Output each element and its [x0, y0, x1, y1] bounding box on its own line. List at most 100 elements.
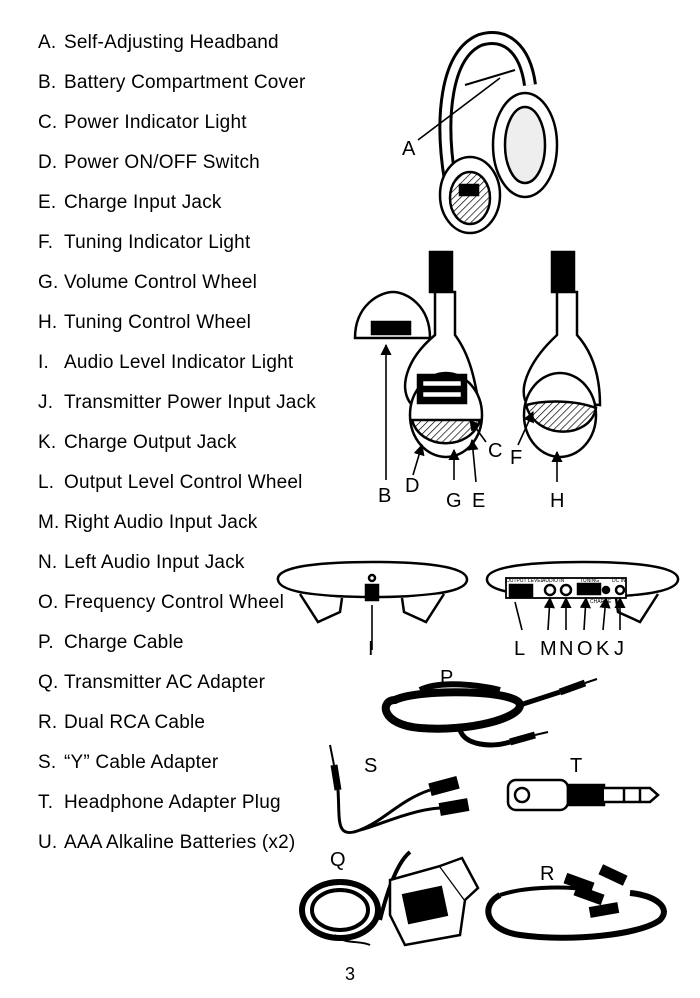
list-item: T. Headphone Adapter Plug	[38, 788, 316, 828]
callout-f: F	[510, 447, 522, 469]
part-name: Tuning Indicator Light	[64, 232, 251, 253]
part-letter: C.	[38, 112, 58, 133]
callout-d: D	[405, 475, 419, 497]
part-name: Power ON/OFF Switch	[64, 152, 260, 173]
part-letter: E.	[38, 192, 57, 213]
part-name: Headphone Adapter Plug	[64, 792, 281, 813]
list-item: O.Frequency Control Wheel	[38, 588, 316, 628]
callout-line-a	[417, 77, 501, 141]
callout-m: M	[540, 638, 557, 660]
battery-cover-illustration	[353, 290, 432, 340]
part-letter: K.	[38, 432, 57, 453]
part-letter: H.	[38, 312, 58, 333]
callout-l: L	[514, 638, 525, 660]
panel-label-output-level: OUTPUT LEVEL	[506, 578, 544, 584]
callout-g: G	[446, 490, 462, 512]
list-item: G.Volume Control Wheel	[38, 268, 316, 308]
headphone-left-side-illustration	[403, 250, 484, 459]
list-item: M.Right Audio Input Jack	[38, 508, 316, 548]
part-letter: P.	[38, 632, 54, 653]
page-number: 3	[344, 964, 355, 984]
part-letter: J.	[38, 392, 54, 413]
parts-list: A. Self-Adjusting Headband B. Battery Comp…	[38, 28, 316, 868]
callout-b: B	[378, 485, 391, 507]
callout-line-e	[467, 438, 479, 483]
part-letter: G.	[38, 272, 59, 293]
callout-t: T	[570, 755, 582, 777]
part-name: Charge Cable	[64, 632, 184, 653]
part-letter: S.	[38, 752, 57, 773]
list-item: S. “Y” Cable Adapter	[38, 748, 316, 788]
part-letter: B.	[38, 72, 57, 93]
list-item: U. AAA Alkaline Batteries (x2)	[38, 828, 316, 868]
panel-label-audio-in: AUDIO IN	[542, 578, 565, 584]
callout-p: P	[440, 667, 453, 689]
callout-o: O	[577, 638, 593, 660]
y-cable-adapter-illustration	[329, 744, 470, 834]
panel-label-dc-in: DC IN	[612, 578, 626, 584]
part-letter: T.	[38, 792, 54, 813]
callout-i: I	[368, 638, 374, 660]
list-item: E.Charge Input Jack	[38, 188, 316, 228]
callout-j: J	[614, 638, 624, 660]
part-name: Power Indicator Light	[64, 112, 247, 133]
callout-q: Q	[330, 849, 346, 871]
headphone-adapter-plug-illustration	[506, 778, 660, 812]
callout-s: S	[364, 755, 377, 777]
list-item: P. Charge Cable	[38, 628, 316, 668]
part-name: Self-Adjusting Headband	[64, 32, 279, 53]
list-item: F. Tuning Indicator Light	[38, 228, 316, 268]
callout-h: H	[550, 490, 564, 512]
part-name: Frequency Control Wheel	[64, 592, 285, 613]
part-letter: U.	[38, 832, 58, 853]
part-name: “Y” Cable Adapter	[64, 752, 219, 773]
list-item: Q.Transmitter AC Adapter	[38, 668, 316, 708]
part-name: Battery Compartment Cover	[64, 72, 306, 93]
list-item: K. Charge Output Jack	[38, 428, 316, 468]
part-letter: N.	[38, 552, 58, 573]
transmitter-front-illustration	[276, 560, 469, 624]
part-name: Volume Control Wheel	[64, 272, 258, 293]
part-name: Dual RCA Cable	[64, 712, 206, 733]
list-item: D.Power ON/OFF Switch	[38, 148, 316, 188]
transmitter-back-illustration	[485, 560, 680, 624]
callout-line-d	[412, 443, 425, 476]
callout-e: E	[472, 490, 485, 512]
part-letter: A.	[38, 32, 57, 53]
dual-rca-cable-illustration	[485, 864, 667, 941]
callout-k: K	[596, 638, 610, 660]
headphone-right-side-illustration	[522, 250, 602, 459]
part-name: Left Audio Input Jack	[64, 552, 245, 573]
list-item: N. Left Audio Input Jack	[38, 548, 316, 588]
charge-cable-illustration	[381, 678, 598, 748]
list-item: L.Output Level Control Wheel	[38, 468, 316, 508]
list-item: C. Power Indicator Light	[38, 108, 316, 148]
callout-r: R	[540, 863, 554, 885]
list-item: R. Dual RCA Cable	[38, 708, 316, 748]
part-letter: M.	[38, 512, 60, 533]
part-letter: R.	[38, 712, 58, 733]
callout-n: N	[559, 638, 573, 660]
part-name: Audio Level Indicator Light	[64, 352, 294, 373]
part-name: Transmitter Power Input Jack	[64, 392, 316, 413]
headphones-illustration	[438, 31, 559, 235]
list-item: H. Tuning Control Wheel	[38, 308, 316, 348]
part-name: Output Level Control Wheel	[64, 472, 303, 493]
callout-line-c	[469, 419, 487, 443]
part-name: AAA Alkaline Batteries (x2)	[64, 832, 296, 853]
callout-line-f	[517, 410, 534, 446]
part-name: Transmitter AC Adapter	[64, 672, 266, 693]
panel-label-tuning: TUNING	[580, 578, 599, 584]
callout-a: A	[402, 138, 416, 160]
part-letter: O.	[38, 592, 59, 613]
list-item: B. Battery Compartment Cover	[38, 68, 316, 108]
list-item: J. Transmitter Power Input Jack	[38, 388, 316, 428]
transmitter-back-callout-lines	[514, 596, 626, 631]
transmitter-ac-adapter-illustration	[299, 850, 480, 947]
callout-c: C	[488, 440, 502, 462]
list-item: A. Self-Adjusting Headband	[38, 28, 316, 68]
part-letter: F.	[38, 232, 54, 253]
part-name: Charge Output Jack	[64, 432, 237, 453]
part-name: Tuning Control Wheel	[64, 312, 252, 333]
